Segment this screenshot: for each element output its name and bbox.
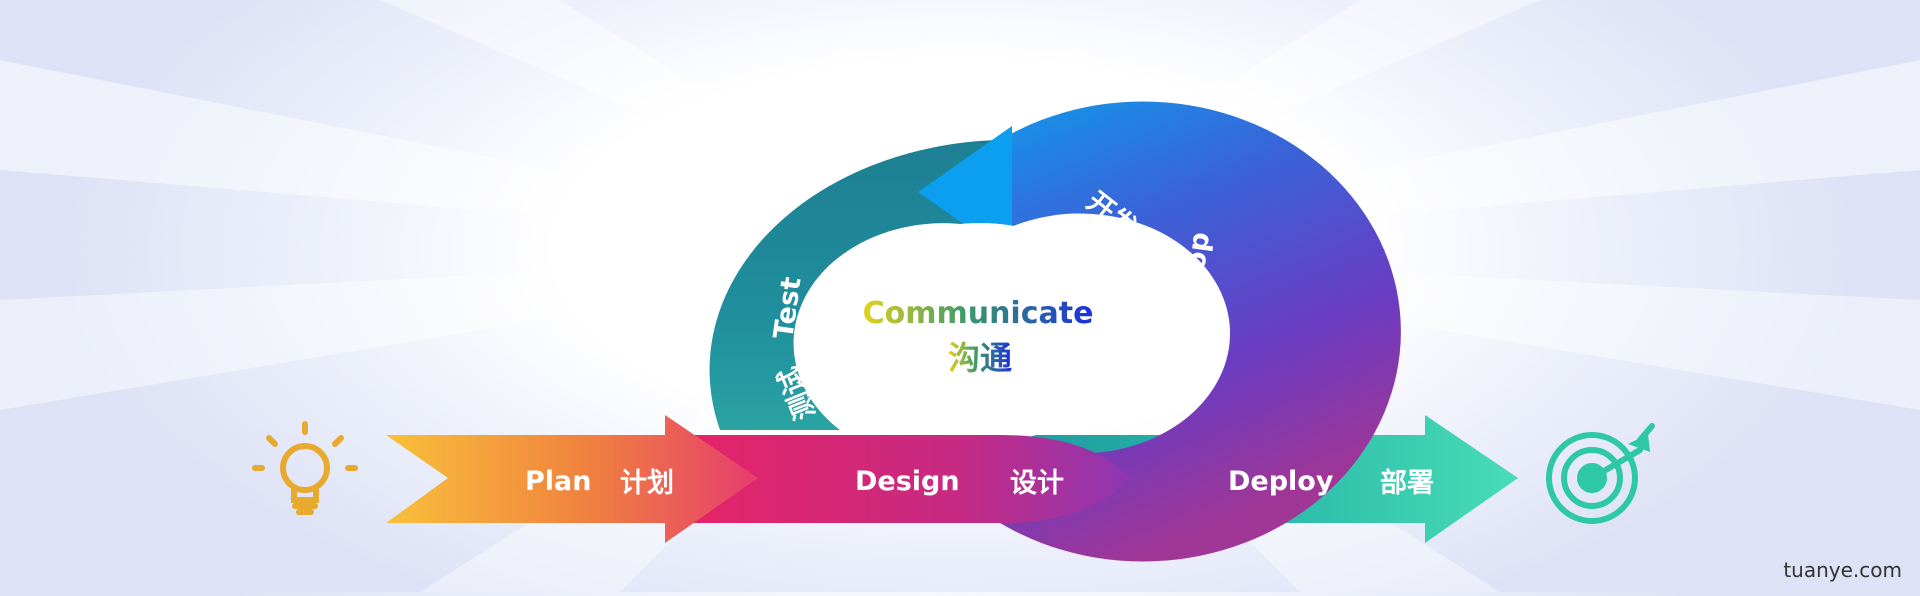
target-icon	[1546, 423, 1655, 524]
develop-label-en: Develop	[1168, 230, 1216, 357]
design-arrow	[690, 435, 1130, 523]
deploy-label-en: Deploy	[1228, 466, 1334, 497]
design-label-en: Design	[855, 466, 960, 497]
plan-label-zh: 计划	[620, 468, 674, 499]
plan-label-en: Plan	[525, 466, 592, 497]
loop-ring	[709, 101, 1401, 562]
center-label-en: Communicate	[863, 296, 1094, 331]
watermark: tuanye.com	[1783, 558, 1902, 582]
design-label-zh: 设计	[1010, 468, 1064, 499]
plan-arrow	[386, 415, 758, 543]
lightbulb-icon	[252, 421, 358, 515]
deploy-label-zh: 部署	[1380, 467, 1434, 499]
center-label-zh: 沟通	[948, 339, 1012, 377]
